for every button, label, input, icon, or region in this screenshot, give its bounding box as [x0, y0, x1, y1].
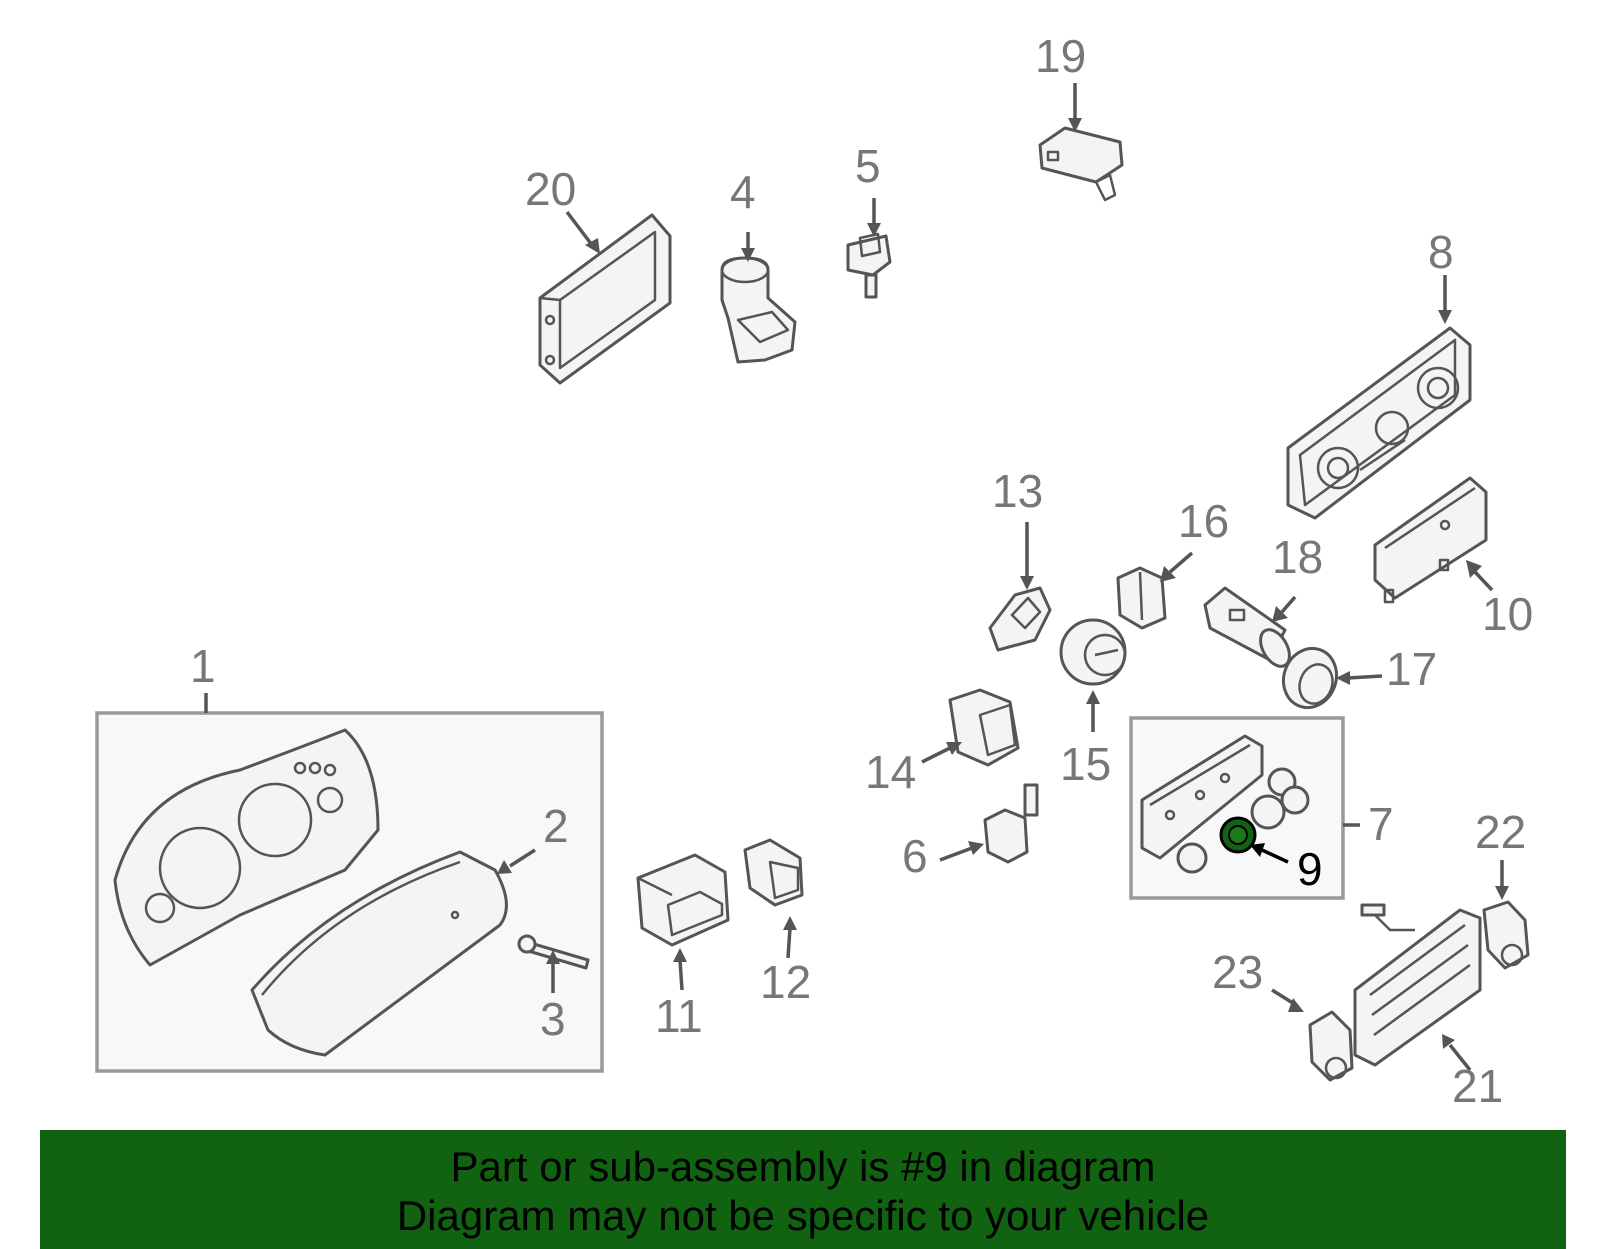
- callout-12: 12: [760, 956, 811, 1008]
- callout-3: 3: [540, 993, 566, 1045]
- callout-22: 22: [1475, 806, 1526, 858]
- callout-1: 1: [190, 640, 216, 692]
- part-5-switch[interactable]: [846, 232, 892, 299]
- callout-14: 14: [865, 746, 916, 798]
- callout-5: 5: [855, 140, 881, 192]
- part-1-instrument-cluster[interactable]: [113, 728, 380, 967]
- part-10-module[interactable]: [1373, 476, 1488, 604]
- callout-15: 15: [1060, 738, 1111, 790]
- part-19-module[interactable]: [1038, 126, 1124, 202]
- part-16-switch[interactable]: [1116, 566, 1167, 630]
- part-21-bezel[interactable]: [1353, 903, 1482, 1067]
- part-11-switch-module[interactable]: [636, 853, 730, 947]
- callout-10: 10: [1482, 588, 1533, 640]
- callout-9: 9: [1297, 843, 1323, 895]
- part-3-screw[interactable]: [517, 934, 590, 970]
- part-2-cluster-lens[interactable]: [250, 850, 508, 1057]
- part-13-switch[interactable]: [988, 586, 1052, 652]
- callout-16: 16: [1178, 495, 1229, 547]
- callout-21: 21: [1452, 1060, 1503, 1112]
- callout-23: 23: [1212, 946, 1263, 998]
- banner-line-2: Diagram may not be specific to your vehi…: [396, 1192, 1210, 1239]
- callout-2: 2: [543, 800, 569, 852]
- callout-13: 13: [992, 465, 1043, 517]
- part-4-switch[interactable]: [720, 256, 797, 364]
- info-banner: Part or sub-assembly is #9 in diagram Di…: [40, 1130, 1566, 1249]
- callout-7: 7: [1368, 798, 1394, 850]
- part-22-knob[interactable]: [1482, 900, 1530, 970]
- leaders: [204, 83, 1509, 1072]
- part-7-switch-panel[interactable]: [1140, 734, 1264, 860]
- callout-4: 4: [730, 166, 756, 218]
- callout-20: 20: [525, 163, 576, 215]
- part-23-knob[interactable]: [1308, 1010, 1354, 1082]
- part-6-switch[interactable]: [983, 783, 1039, 864]
- part-8-control-panel[interactable]: [1286, 326, 1472, 520]
- callout-8: 8: [1428, 226, 1454, 278]
- callout-6: 6: [902, 830, 928, 882]
- part-20-display[interactable]: [538, 213, 672, 385]
- callout-11: 11: [655, 990, 703, 1042]
- part-14-switch[interactable]: [948, 688, 1020, 767]
- callout-17: 17: [1386, 643, 1437, 695]
- banner-line-1: Part or sub-assembly is #9 in diagram: [450, 1143, 1156, 1190]
- part-15-knob[interactable]: [1059, 618, 1127, 686]
- part-18-socket[interactable]: [1203, 586, 1295, 671]
- part-12-switch[interactable]: [743, 838, 804, 907]
- part-17-cap[interactable]: [1275, 641, 1344, 715]
- callout-labels: 19 20 4 5 8 13 16 18 10 17 1 14 15 7 9 2…: [190, 30, 1533, 1112]
- callout-19: 19: [1035, 30, 1086, 82]
- callout-18: 18: [1272, 531, 1323, 583]
- part-7-knobs[interactable]: [1176, 767, 1310, 874]
- part-9-knob-highlighted[interactable]: [1219, 816, 1257, 854]
